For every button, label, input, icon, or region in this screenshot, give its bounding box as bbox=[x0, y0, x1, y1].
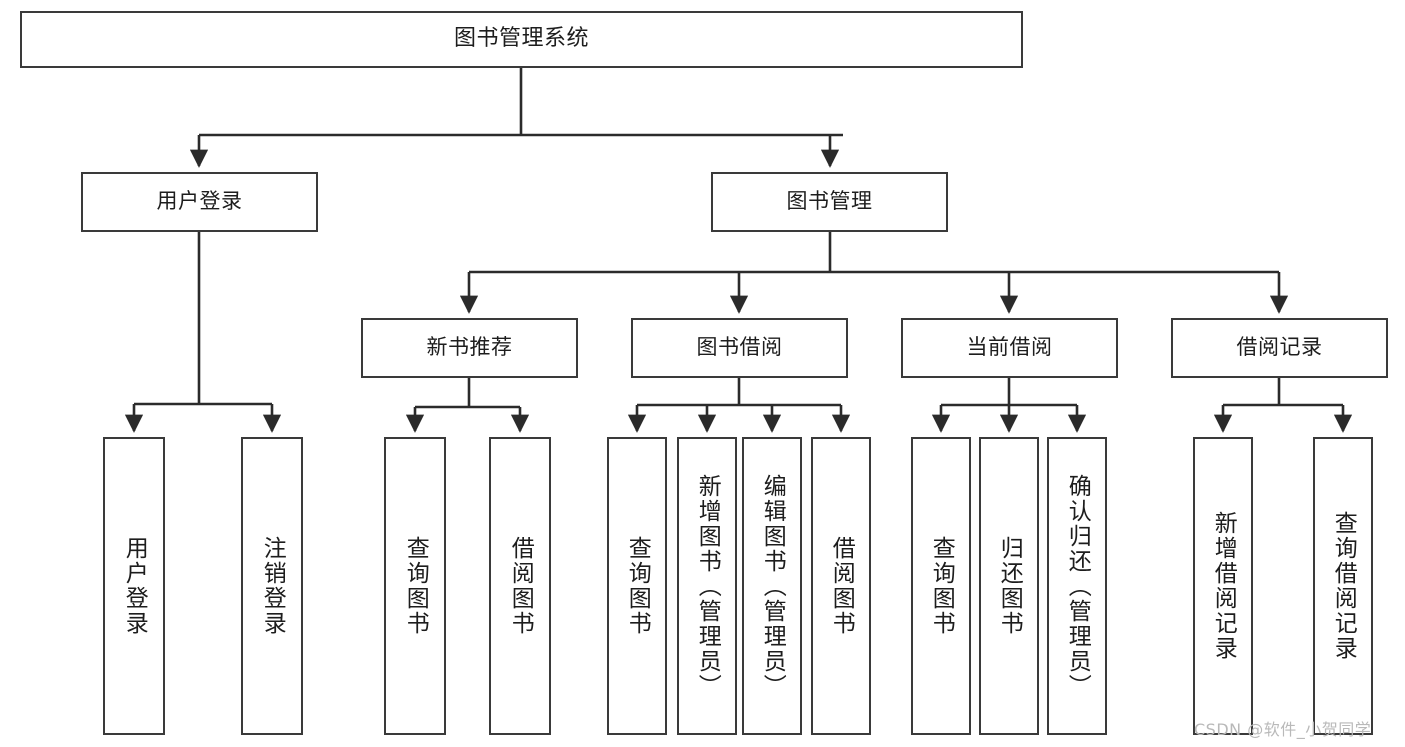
node-label: 用户登录 bbox=[121, 536, 148, 636]
node-leaf-query-book-3[interactable]: 查询图书 bbox=[911, 437, 971, 735]
node-label: 查询图书 bbox=[624, 536, 651, 636]
node-leaf-return-book[interactable]: 归还图书 bbox=[979, 437, 1039, 735]
node-book-borrow[interactable]: 图书借阅 bbox=[631, 318, 848, 378]
node-user-login[interactable]: 用户登录 bbox=[81, 172, 318, 232]
node-label: 新书推荐 bbox=[426, 335, 513, 360]
node-label: 借阅图书 bbox=[828, 536, 855, 636]
node-leaf-user-login[interactable]: 用户登录 bbox=[103, 437, 165, 735]
node-label: 查询图书 bbox=[928, 536, 955, 636]
node-leaf-edit-book[interactable]: 编辑图书（管理员） bbox=[742, 437, 802, 735]
node-label: 借阅图书 bbox=[507, 536, 534, 636]
node-leaf-add-book[interactable]: 新增图书（管理员） bbox=[677, 437, 737, 735]
node-leaf-query-record[interactable]: 查询借阅记录 bbox=[1313, 437, 1373, 735]
node-label: 查询借阅记录 bbox=[1330, 511, 1357, 661]
node-new-book-recommend[interactable]: 新书推荐 bbox=[361, 318, 578, 378]
node-leaf-query-book-2[interactable]: 查询图书 bbox=[607, 437, 667, 735]
node-label: 用户登录 bbox=[156, 189, 243, 214]
node-root-system[interactable]: 图书管理系统 bbox=[20, 11, 1023, 68]
node-label: 注销登录 bbox=[259, 536, 286, 636]
node-label: 查询图书 bbox=[402, 536, 429, 636]
node-leaf-logout[interactable]: 注销登录 bbox=[241, 437, 303, 735]
node-leaf-borrow-book-2[interactable]: 借阅图书 bbox=[811, 437, 871, 735]
node-leaf-add-record[interactable]: 新增借阅记录 bbox=[1193, 437, 1253, 735]
node-label: 图书管理 bbox=[786, 189, 873, 214]
node-leaf-query-book-1[interactable]: 查询图书 bbox=[384, 437, 446, 735]
node-label: 当前借阅 bbox=[966, 335, 1053, 360]
node-borrow-record[interactable]: 借阅记录 bbox=[1171, 318, 1388, 378]
node-label: 借阅记录 bbox=[1236, 335, 1323, 360]
node-label: 归还图书 bbox=[996, 536, 1023, 636]
node-leaf-borrow-book-1[interactable]: 借阅图书 bbox=[489, 437, 551, 735]
node-label: 图书借阅 bbox=[696, 335, 783, 360]
node-label: 确认归还（管理员） bbox=[1064, 473, 1091, 699]
node-current-borrow[interactable]: 当前借阅 bbox=[901, 318, 1118, 378]
node-label: 图书管理系统 bbox=[453, 26, 589, 52]
node-label: 编辑图书（管理员） bbox=[759, 473, 786, 699]
node-label: 新增借阅记录 bbox=[1210, 511, 1237, 661]
node-label: 新增图书（管理员） bbox=[694, 473, 721, 699]
node-book-management[interactable]: 图书管理 bbox=[711, 172, 948, 232]
node-leaf-confirm-return[interactable]: 确认归还（管理员） bbox=[1047, 437, 1107, 735]
